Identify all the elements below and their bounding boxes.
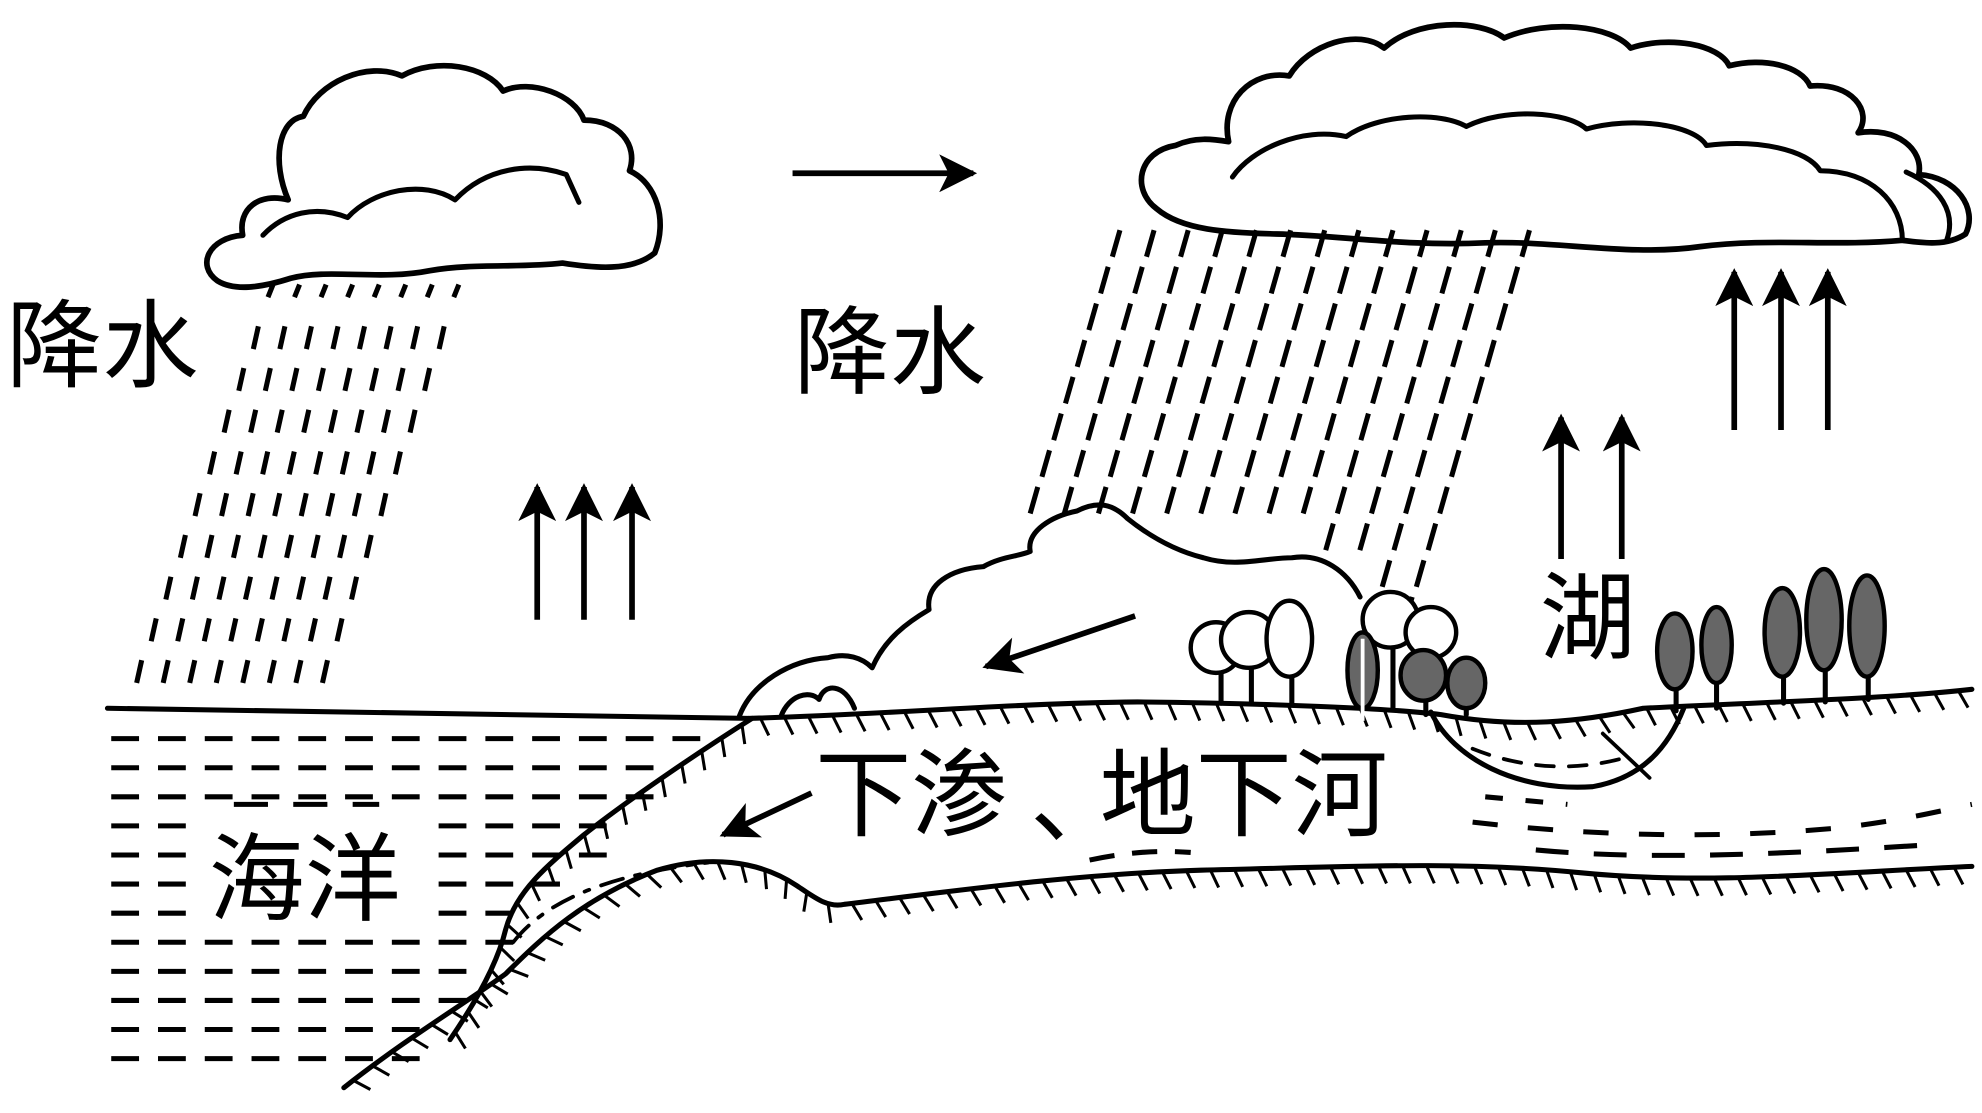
seabed-slope-upper-hatching	[453, 724, 747, 1050]
surface-runoff-arrow	[982, 613, 1137, 674]
evaporation-arrows-ocean	[518, 483, 651, 620]
label-infiltration: 下渗	[815, 739, 1007, 851]
aquifer-lower-boundary-hatching	[352, 861, 1965, 1091]
underground-river-dashes	[1089, 794, 1973, 863]
trees-right	[1654, 566, 1887, 714]
trees-left	[1188, 589, 1488, 721]
label-separator: 、	[1030, 746, 1126, 858]
evaporation-arrows-lake	[1542, 413, 1641, 560]
lake-basin	[1428, 705, 1687, 790]
aquifer-dashed-line	[511, 860, 710, 945]
underground-flow-arrow	[719, 790, 813, 838]
ocean-water-dashes	[111, 736, 701, 1062]
rain-right	[1027, 229, 1532, 625]
aquifer-lower-boundary	[341, 859, 1975, 1091]
lake-seepage-line	[1600, 731, 1652, 780]
cloud-right	[1138, 21, 1973, 253]
ocean-surface-line	[104, 705, 751, 721]
label-precipitation-left: 降水	[6, 290, 198, 402]
transpiration-arrows	[1715, 268, 1847, 431]
small-hill	[778, 685, 858, 719]
mountain-outline	[736, 502, 1363, 719]
label-underground-river: 地下河	[1100, 739, 1388, 851]
label-ocean: 海洋	[209, 824, 401, 936]
seabed-slope-upper	[447, 715, 755, 1043]
label-lake: 湖	[1540, 562, 1636, 674]
cloud-left	[204, 62, 663, 291]
rain-left	[134, 283, 462, 684]
label-precipitation-right: 降水	[794, 297, 986, 409]
lake-water-dashes	[1470, 746, 1623, 769]
